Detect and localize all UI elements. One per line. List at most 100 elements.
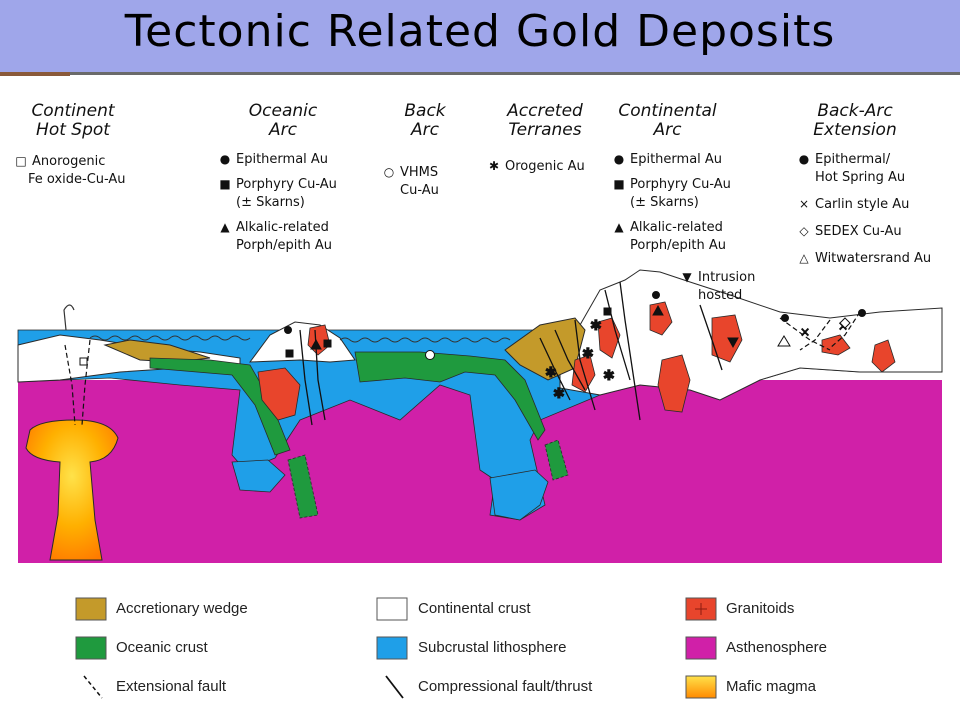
deposit-label: Porphyry Cu-Au: [236, 177, 337, 192]
continental-crust-right: [559, 269, 943, 401]
setting-header-back-arc-extension: Back-Arc Extension: [795, 102, 915, 140]
deposit-list-accreted-terranes: ✱ Orogenic Au: [487, 157, 585, 176]
filled-circle-icon: ●: [798, 152, 810, 166]
filled-circle-icon: [858, 309, 866, 317]
lithosphere-fragment: [231, 459, 286, 493]
filled-square-icon: [603, 307, 612, 316]
open-circle-icon: [425, 350, 435, 360]
open-triangle-icon: [777, 335, 791, 347]
filled-square-icon: ■: [219, 177, 231, 191]
accretionary-wedge-left: [103, 339, 211, 363]
hot-spot-vent-icon: [63, 304, 75, 331]
deposit-label: Porph/epith Au: [236, 238, 333, 253]
legend-label-oceanic-crust: Oceanic crust: [116, 639, 208, 656]
mafic-magma-plume: [25, 419, 119, 561]
cross-icon: ×: [798, 197, 810, 211]
extensional-fault: [829, 311, 861, 349]
deposit-label: Cu-Au: [400, 183, 439, 198]
asterisk-icon: ✱: [582, 346, 594, 362]
solid-line-icon: [385, 675, 404, 699]
extensional-faults: [64, 311, 861, 426]
page-title: Tectonic Related Gold Deposits: [124, 6, 836, 57]
setting-title-line: Arc: [269, 120, 297, 140]
setting-header-continental-arc: Continental Arc: [605, 102, 730, 140]
granitoid: [257, 367, 301, 421]
setting-header-oceanic-arc: Oceanic Arc: [228, 102, 338, 140]
legend-label-subcrustal-lithosphere: Subcrustal lithosphere: [418, 639, 567, 656]
asterisk-icon: ✱: [545, 365, 557, 381]
compressional-fault: [539, 337, 571, 401]
deposit-label: Orogenic Au: [505, 159, 585, 174]
deposit-label: SEDEX Cu-Au: [815, 224, 902, 239]
deposit-label: Alkalic-related: [630, 220, 723, 235]
filled-circle-icon: [652, 291, 660, 299]
filled-square-icon: [285, 349, 294, 358]
setting-title-line: Arc: [411, 120, 439, 140]
granitoid: [711, 314, 743, 363]
title-divider: [0, 72, 960, 75]
setting-title-line: Terranes: [508, 120, 582, 140]
asterisk-icon: ✱: [488, 159, 500, 173]
setting-title-line: Continental: [618, 101, 717, 121]
continental-crust-left: [17, 334, 241, 383]
asthenosphere-swatch: [685, 636, 717, 660]
open-circle-icon: ○: [383, 165, 395, 179]
compressional-fault: [604, 289, 631, 381]
deposit-label: Fe oxide-Cu-Au: [28, 172, 126, 187]
inverted-triangle-icon: [727, 337, 739, 349]
granitoid: [871, 339, 896, 373]
asterisk-icon: ✱: [603, 368, 615, 384]
extensional-fault: [799, 319, 831, 351]
deposit-label: Carlin style Au: [815, 197, 910, 212]
open-diamond-icon: [839, 317, 851, 329]
deposit-label: Porph/epith Au: [630, 238, 727, 253]
legend-label-continental-crust: Continental crust: [418, 600, 531, 617]
asterisk-icon: ✱: [590, 318, 602, 334]
inverted-triangle-icon: ▼: [682, 270, 692, 284]
oceanic-crust-swatch: [75, 636, 107, 660]
accretionary-wedge-swatch: [75, 597, 107, 621]
compressional-fault: [619, 281, 641, 421]
compressional-fault: [574, 319, 596, 411]
deposit-label: VHMS: [400, 165, 439, 180]
deposit-list-back-arc: ○ VHMS Cu-Au: [382, 163, 439, 200]
oceanic-crust-slab-left: [149, 357, 291, 456]
setting-title-line: Hot Spot: [36, 120, 110, 140]
compressional-fault: [299, 329, 313, 426]
extensional-fault: [64, 344, 76, 426]
deposit-list-continental-arc: ●Epithermal Au ■Porphyry Cu-Au (± Skarns…: [612, 150, 731, 255]
lithosphere-fragment: [489, 469, 549, 521]
extensional-fault: [779, 317, 831, 351]
compressional-fault: [699, 304, 723, 371]
deposit-label: (± Skarns): [236, 195, 305, 210]
setting-header-back-arc: Back Arc: [380, 102, 470, 140]
deposit-label: Porphyry Cu-Au: [630, 177, 731, 192]
filled-circle-icon: ●: [219, 152, 231, 166]
legend-label-compressional-fault: Compressional fault/thrust: [418, 678, 593, 695]
deposit-label: Epithermal Au: [630, 152, 723, 167]
title-divider-accent: [0, 72, 70, 76]
deposit-label: Intrusion: [698, 270, 756, 285]
oceanic-crust-slab-deep: [544, 439, 569, 481]
deposit-intrusion-hosted: ▼ Intrusion hosted: [680, 268, 755, 305]
setting-title-line: Accreted: [507, 101, 583, 121]
sea-surface: [89, 335, 511, 343]
extensional-fault: [81, 339, 91, 426]
cross-icon: ×: [800, 325, 810, 339]
open-square-icon: □: [15, 154, 27, 168]
deposit-label: Anorogenic: [32, 154, 106, 169]
setting-title-line: Back: [404, 101, 446, 121]
compressional-fault: [554, 329, 586, 391]
asterisk-icon: ✱: [553, 386, 565, 402]
oceanic-crust-slab-deep: [287, 454, 319, 519]
deposit-label: Witwatersrand Au: [815, 251, 932, 266]
legend-label-granitoids: Granitoids: [726, 600, 795, 617]
legend-swatches: [75, 597, 717, 699]
continental-crust-swatch: [376, 597, 408, 621]
setting-title-line: Arc: [653, 120, 682, 140]
dashed-line-icon: [83, 675, 103, 699]
deposit-label: hosted: [698, 288, 743, 303]
open-square-icon: [79, 357, 88, 366]
filled-square-icon: [323, 339, 332, 348]
legend-label-extensional-fault: Extensional fault: [116, 678, 227, 695]
